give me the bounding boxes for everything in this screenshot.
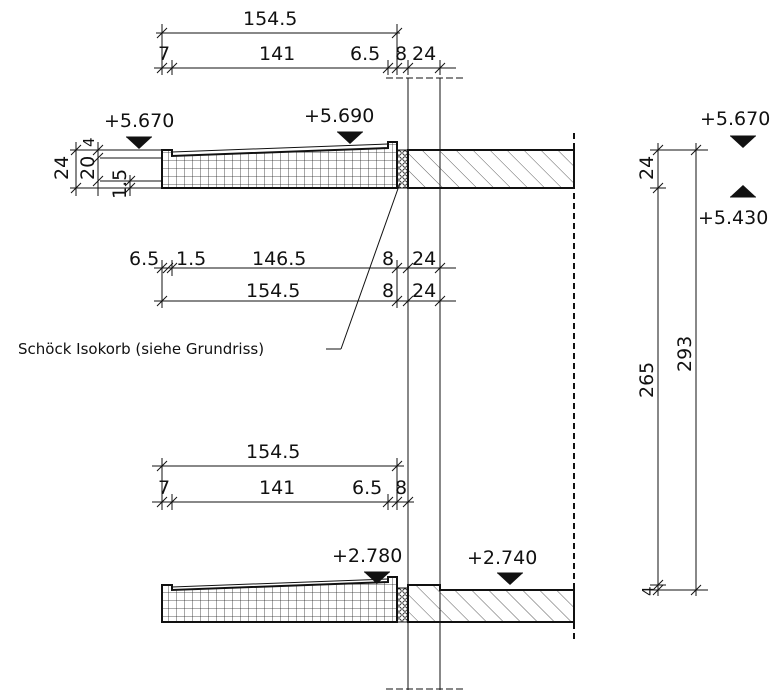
dim-right-4: 4 (639, 586, 657, 596)
level-low-right: +2.740 (467, 547, 537, 569)
dim-left-15: 1.5 (109, 169, 131, 199)
right-vertical-dims (650, 143, 708, 596)
level-markers (126, 131, 756, 585)
dim-left-20: 20 (77, 156, 99, 180)
dim-top-seg-c: 6.5 (350, 43, 380, 65)
upper-balcony-slab (161, 141, 575, 189)
mid-dimension-chain (154, 260, 456, 308)
dim-mid2-a: 154.5 (246, 280, 300, 302)
lower-balcony-slab (161, 576, 575, 623)
dim-top-seg-b: 141 (259, 43, 295, 65)
dim-mid2-b: 8 (382, 280, 394, 302)
dim-top-overall: 154.5 (243, 8, 297, 30)
left-thickness-dims (70, 142, 162, 196)
dim-low-b: 141 (259, 477, 295, 499)
dim-mid-a: 6.5 (129, 248, 159, 270)
dim-top-seg-e: 24 (412, 43, 436, 65)
dim-right-265: 265 (636, 362, 658, 398)
isokorb-annotation: Schöck Isokorb (siehe Grundriss) (18, 340, 264, 358)
dim-mid-c: 146.5 (252, 248, 306, 270)
dim-low-d: 8 (395, 477, 407, 499)
dim-top-seg-d: 8 (395, 43, 407, 65)
dim-right-24: 24 (636, 156, 658, 180)
dim-mid-e: 24 (412, 248, 436, 270)
dim-left-4: 4 (80, 137, 98, 147)
lower-dimension-chain (152, 458, 414, 510)
top-dimension-chain (154, 24, 456, 75)
level-right-under: +5.430 (698, 207, 768, 229)
dim-mid-b: 1.5 (176, 248, 206, 270)
level-top-mid: +5.690 (304, 105, 374, 127)
annotation-leader (326, 182, 401, 350)
dim-right-293: 293 (674, 336, 696, 372)
dim-mid2-c: 24 (412, 280, 436, 302)
level-top-left: +5.670 (104, 110, 174, 132)
dim-low-a: 7 (158, 477, 170, 499)
dim-left-24: 24 (51, 156, 73, 180)
dim-mid-d: 8 (382, 248, 394, 270)
dim-top-seg-a: 7 (158, 43, 170, 65)
dim-low-c: 6.5 (352, 477, 382, 499)
dim-low-overall: 154.5 (246, 441, 300, 463)
level-low-left: +2.780 (332, 545, 402, 567)
level-right-top: +5.670 (700, 108, 770, 130)
